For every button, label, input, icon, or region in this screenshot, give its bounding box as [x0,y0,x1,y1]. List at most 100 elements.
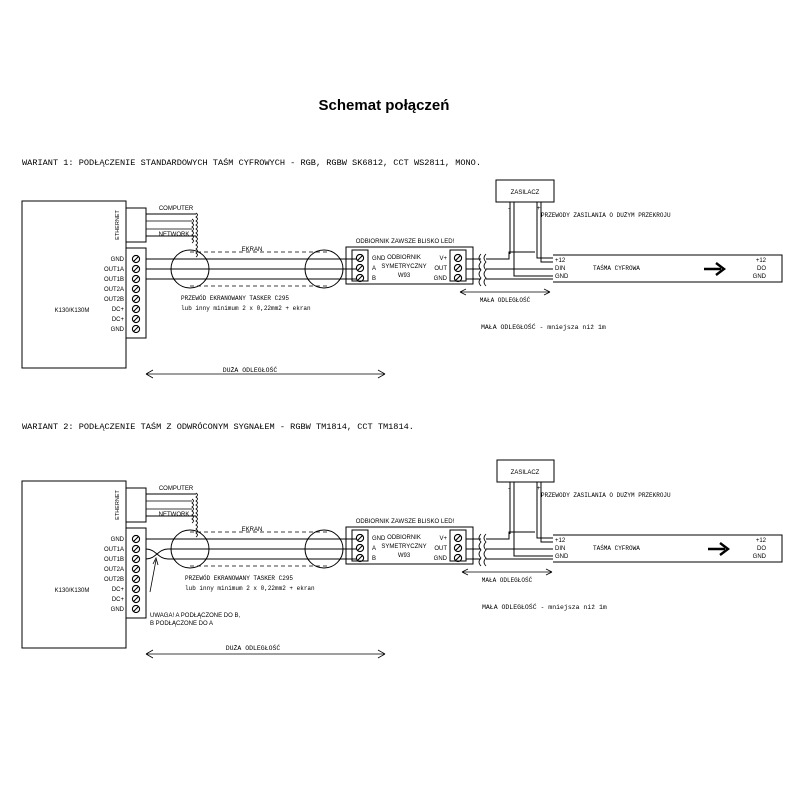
receiver-in-pin: GND [372,536,386,542]
power-supply-label: ZASILACZ [511,470,540,476]
small-distance-note: MAŁA ODLEGŁOŚĆ - mniejsza niż 1m [481,322,606,331]
strip-in-pin: +12 [555,258,566,264]
large-distance: DUŻA ODLEGŁOŚĆ [145,365,386,379]
variant-1: WARIANT 1: PODŁĄCZENIE STANDARDOWYCH TAŚ… [21,157,783,379]
terminal-screw-icon [355,533,365,543]
terminal-screw-icon [131,544,141,554]
pin-label: OUT1B [104,277,124,283]
pin-label: OUT1B [104,557,124,563]
ethernet-port: ETHERNET COMPUTER NETWORK [115,206,198,258]
ethernet-label: ETHERNET [115,490,121,520]
power-supply: ZASILACZ - + PRZEWODY ZASILANIA O DUŻYM … [496,459,671,499]
strip-out-pin: GND [753,274,767,280]
strip-in-pin: DIN [555,546,565,552]
receiver-in-pin: A [372,546,376,552]
receiver-in-pin: B [372,276,376,282]
terminal-screw-icon [131,324,141,334]
controller-terminals: GND OUT1A OUT1B OUT2A OUT2B DC+ DC+ GND [104,534,141,614]
small-distance-note-b: - mniejsza niż 1m [537,604,607,611]
cable-label-line1: PRZEWÓD EKRANOWANY TASKER C295 [181,295,289,302]
controller-terminals: GND OUT1A OUT1B OUT2A OUT2B DC+ DC+ GND [104,254,141,334]
pin-label: GND [111,607,125,613]
strip-in-pin: +12 [555,538,566,544]
power-plus: + [537,206,541,212]
strip-out-pin: DO [757,546,766,552]
strip-label: TAŚMA CYFROWA [593,265,640,272]
receiver-line2: SYMETRYCZNY [381,544,426,550]
receiver-line3: W93 [398,553,411,559]
terminal-screw-icon [131,284,141,294]
receiver-in-pin: A [372,266,376,272]
terminal-screw-icon [355,543,365,553]
page-title: Schemat połączeń [319,97,450,114]
ethernet-port: ETHERNET COMPUTER NETWORK [115,486,198,538]
cable-label-line2: lub inny minimum 2 x 0,22mm2 + ekran [185,585,315,592]
pin-label: DC+ [112,587,125,593]
strip-in-pin: GND [555,554,569,560]
power-plus: + [537,486,541,492]
terminal-screw-icon [131,314,141,324]
power-minus: - [508,206,510,212]
large-distance-label: DUŻA ODLEGŁOŚĆ [226,643,281,652]
receiver-in-pin: GND [372,256,386,262]
small-distance: MAŁA ODLEGŁOŚĆ MAŁA ODLEGŁOŚĆ - mniejsza… [459,288,606,331]
terminal-screw-icon [453,253,463,263]
power-wire-note: PRZEWODY ZASILANIA O DUŻYM PRZEKROJU [541,492,671,499]
arrow-right-icon [704,262,726,276]
terminal-screw-icon [131,604,141,614]
ethernet-label: ETHERNET [115,210,121,240]
receiver-out-pin: OUT [434,266,447,272]
controller-name: K130/K130M [55,588,90,594]
receiver-header: ODBIORNIK ZAWSZE BLISKO LED! [356,239,455,245]
small-distance: MAŁA ODLEGŁOŚĆ MAŁA ODLEGŁOŚĆ - mniejsza… [461,568,607,611]
receiver-in-pin: B [372,556,376,562]
strip-in-pin: DIN [555,266,565,272]
terminal-screw-icon [131,254,141,264]
variant-1-heading: WARIANT 1: PODŁĄCZENIE STANDARDOWYCH TAŚ… [22,157,481,168]
strip-out-pin: GND [753,554,767,560]
receiver-line1: ODBIORNIK [387,535,421,541]
small-distance-label: MAŁA ODLEGŁOŚĆ [480,297,531,304]
screen-label: EKRAN [242,247,263,253]
strip-wiring [466,202,553,287]
warning-line2: B PODŁĄCZONE DO A [150,621,213,627]
pin-label: OUT2B [104,577,124,583]
power-minus: - [508,486,510,492]
pin-label: OUT1A [104,267,124,273]
small-distance-note-b: - mniejsza niż 1m [536,324,606,331]
strip-in-pin: GND [555,274,569,280]
controller-name: K130/K130M [55,308,90,314]
terminal-screw-icon [131,584,141,594]
pin-label: OUT2A [104,567,124,573]
strip-wiring [466,482,553,567]
small-distance-note-a: MAŁA ODLEGŁOŚĆ [482,602,537,611]
variant-2-heading: WARIANT 2: PODŁĄCZENIE TAŚM Z ODWRÓCONYM… [22,421,414,432]
strip-out-pin: +12 [756,538,767,544]
terminal-screw-icon [131,294,141,304]
large-distance-label: DUŻA ODLEGŁOŚĆ [223,365,278,374]
receiver-out-pin: GND [434,556,448,562]
terminal-screw-icon [131,554,141,564]
pin-label: GND [111,327,125,333]
led-strip: +12 DIN GND +12 DO GND TAŚMA CYFROWA [553,534,783,563]
shielded-cable: EKRAN PRZEWÓD EKRANOWANY TASKER C295 lub… [145,527,356,627]
receiver-line3: W93 [398,273,411,279]
pin-label: OUT1A [104,547,124,553]
receiver-out-pin: GND [434,276,448,282]
terminal-screw-icon [131,534,141,544]
network-label: NETWORK [159,232,190,238]
large-distance: DUŻA ODLEGŁOŚĆ [145,643,386,659]
pin-label: OUT2B [104,297,124,303]
terminal-screw-icon [453,263,463,273]
screen-label: EKRAN [242,527,263,533]
strip-out-pin: +12 [756,258,767,264]
pin-label: GND [111,257,125,263]
receiver-line1: ODBIORNIK [387,255,421,261]
receiver-out-pin: OUT [434,546,447,552]
strip-out-pin: DO [757,266,766,272]
controller-k130: K130/K130M [21,200,147,369]
variant-2: WARIANT 2: PODŁĄCZENIE TAŚM Z ODWRÓCONYM… [21,421,783,659]
pin-label: DC+ [112,317,125,323]
small-distance-note: MAŁA ODLEGŁOŚĆ - mniejsza niż 1m [482,602,607,611]
